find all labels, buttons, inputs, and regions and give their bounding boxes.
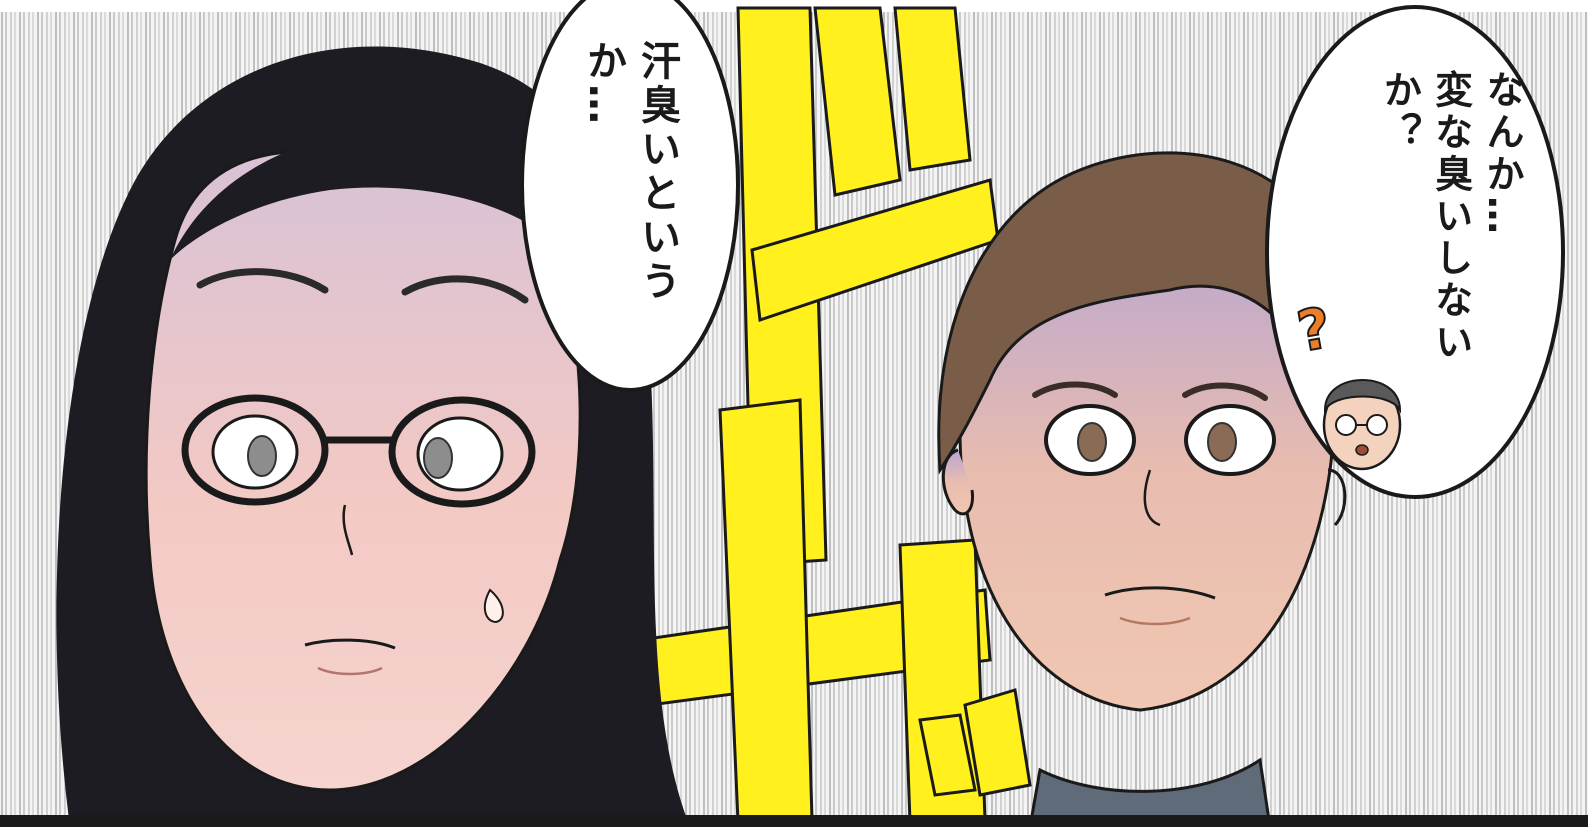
sound-effect-graphic [638, 6, 1032, 824]
speech-text-right-line1: なんか… [1479, 70, 1524, 238]
speech-bubble-right [1265, 5, 1565, 499]
speech-text-left: 汗臭いというか… [580, 40, 680, 304]
speech-text-right-line2: 変な臭いしないか？ [1377, 70, 1473, 364]
man-character [937, 151, 1347, 827]
speech-bubble-left [520, 0, 740, 392]
speech-bubble-left-text-container: 汗臭いというか… [575, 40, 685, 340]
speech-bubble-right-text-container: なんか… 変な臭いしないか？ [1377, 70, 1524, 430]
